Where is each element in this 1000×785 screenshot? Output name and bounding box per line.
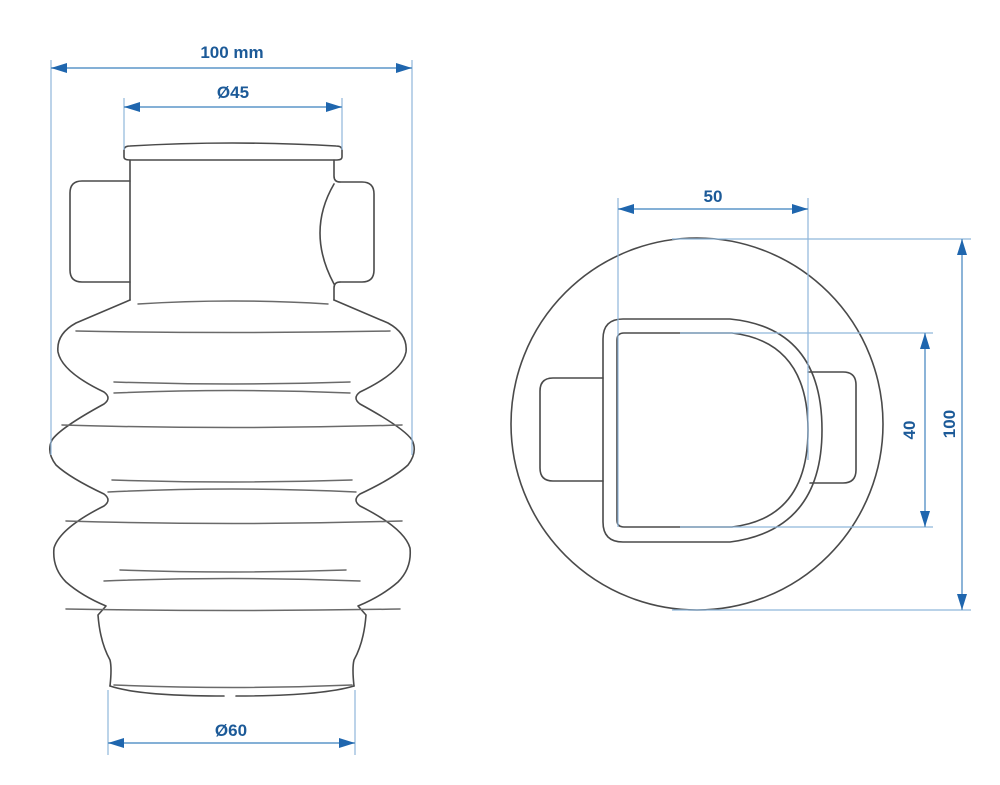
- dimension-label-top-diameter: Ø45: [217, 83, 249, 102]
- dimension-label-opening-width: 50: [704, 187, 723, 206]
- fold-lines: [61, 300, 403, 689]
- dimension-overall-width: [50, 60, 413, 455]
- dimension-bottom-diameter: [107, 690, 356, 755]
- dimension-top-diameter: [123, 98, 343, 150]
- outer-circle: [510, 237, 884, 611]
- dimension-opening-width: [617, 198, 809, 527]
- dimension-label-opening-height: 40: [900, 421, 919, 440]
- opening-inner-d: [616, 332, 809, 528]
- dimension-overall-diameter: [672, 238, 971, 611]
- right-tab-opening-arc: [319, 183, 335, 285]
- top-view: 50 40 100: [510, 187, 971, 611]
- bellows-left-profile: [48, 299, 131, 687]
- top-rim: [123, 142, 343, 161]
- right-tab: [339, 181, 375, 283]
- left-tab: [69, 180, 131, 283]
- side-view: 100 mm Ø45 Ø60: [48, 43, 416, 755]
- neck-right-wall: [333, 159, 341, 301]
- bellows-right-profile: [333, 299, 416, 687]
- dimension-opening-height: [680, 332, 933, 528]
- dimension-label-bottom-diameter: Ø60: [215, 721, 247, 740]
- opening-outer-d: [602, 318, 823, 543]
- dimension-label-overall-width: 100 mm: [200, 43, 263, 62]
- dimension-label-overall-diameter: 100: [940, 410, 959, 438]
- top-view-left-tab: [539, 377, 604, 482]
- bellows-bottom-edge: [109, 685, 355, 697]
- top-view-right-tab: [807, 371, 857, 484]
